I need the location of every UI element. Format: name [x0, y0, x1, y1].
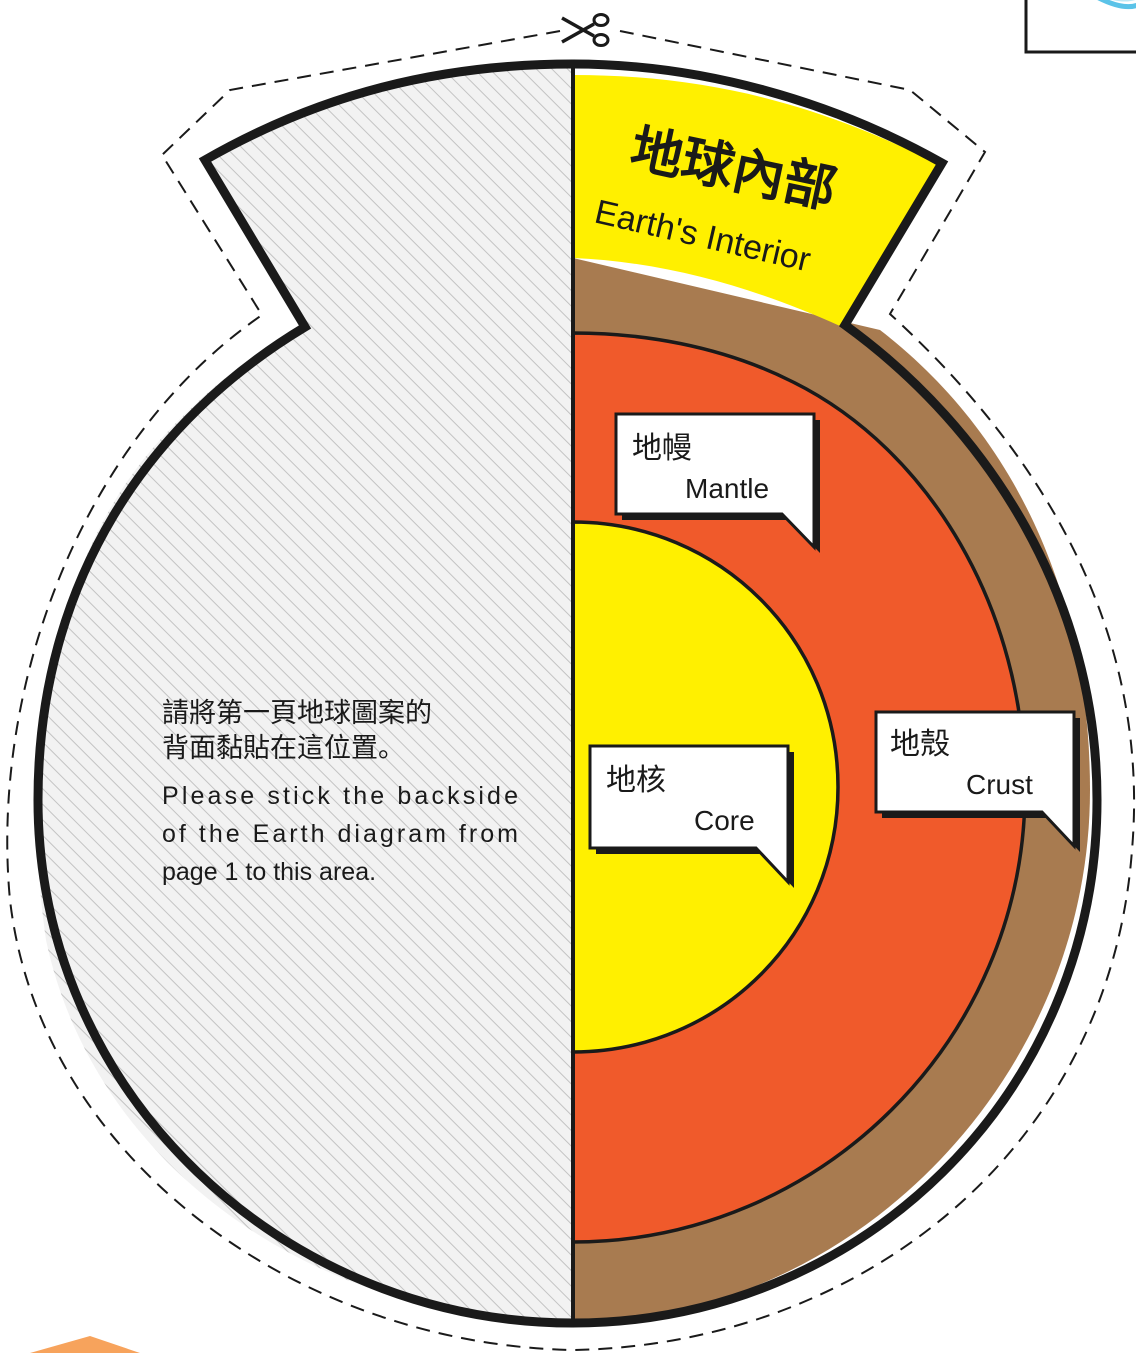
mantle-label-en: Mantle [685, 473, 769, 504]
cut-line [6, 30, 1136, 1352]
title-band [573, 75, 940, 326]
instruction-zh-line2: 背面黏貼在這位置。 [162, 733, 405, 764]
paste-area [37, 64, 574, 1323]
core-label-en: Core [694, 805, 755, 836]
mantle-label-zh: 地幔 [632, 431, 692, 466]
scissors-icon [561, 13, 610, 47]
crust-callout: 地殼 Crust [874, 710, 1080, 852]
top-right-card-fragment [1024, 0, 1136, 54]
instruction-en-line3: page 1 to this area. [162, 858, 376, 886]
mantle-callout: 地幔 Mantle [614, 412, 820, 553]
instruction-zh-line1: 請將第一頁地球圖案的 [162, 698, 432, 729]
crust-label-en: Crust [966, 769, 1033, 800]
core-callout: 地核 Core [588, 744, 794, 888]
core-label-zh: 地核 [606, 763, 666, 798]
instruction-en-line2: of the Earth diagram from [162, 820, 518, 848]
earth-cross-section [573, 75, 1090, 1322]
crust-label-zh: 地殼 [890, 727, 950, 762]
earth-outline [33, 59, 1102, 1328]
bottom-orange-tab [30, 1336, 140, 1353]
